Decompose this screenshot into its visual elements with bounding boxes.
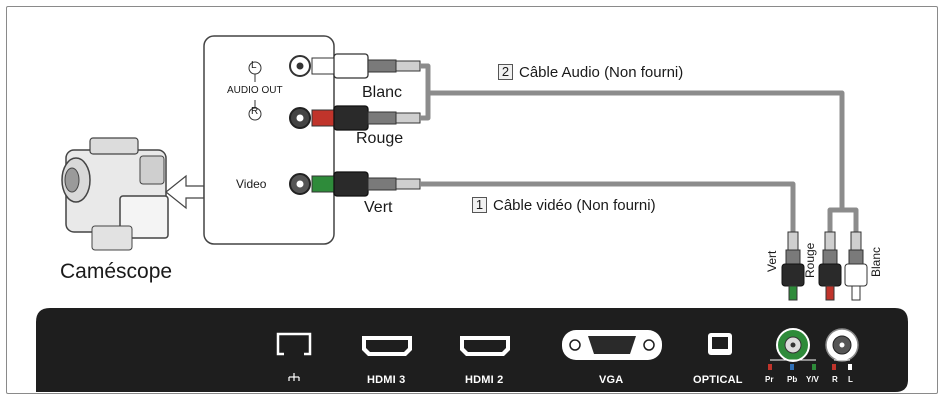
video-label: Video [236,177,267,191]
hdmi3-label: HDMI 3 [367,374,406,386]
audio-left-label: L [251,60,257,71]
cable-number-badge: 1 [472,197,487,213]
vertical-white-label: Blanc [869,246,883,277]
optical-label: OPTICAL [693,374,743,386]
vertical-plug-red [818,231,842,301]
video-cable-label: 1 Câble vidéo (Non fourni) [472,197,656,214]
component-indicators [768,359,852,370]
video-cable-text: Câble vidéo (Non fourni) [493,197,656,214]
jack-audio-right [289,107,311,129]
audio-l-label: L [848,375,853,384]
vertical-red-label: Rouge [803,242,817,278]
audio-cable-text: Câble Audio (Non fourni) [519,64,684,81]
audio-out-label: AUDIO OUT [227,85,283,96]
network-icon [288,373,300,381]
jack-audio-left [289,55,311,77]
jack-video [289,173,311,195]
hdmi3-port-icon [362,336,412,356]
red-connector-label: Rouge [356,130,404,147]
optical-port-icon [708,333,732,355]
audio-r-label: R [832,375,838,384]
green-connector-label: Vert [364,199,393,216]
white-connector-label: Blanc [362,84,403,101]
lan-port-icon [276,332,312,356]
audio-cable [420,63,859,232]
pr-label: Pr [765,375,774,384]
hdmi2-label: HDMI 2 [465,374,504,386]
audio-cable-label: 2 Câble Audio (Non fourni) [498,64,683,81]
camcorder-icon [61,137,169,251]
cable-number-badge: 2 [498,64,513,80]
plug-green [311,171,421,197]
yv-label: Y/V [806,375,819,384]
vga-label: VGA [599,374,624,386]
vertical-green-label: Vert [765,250,779,272]
pb-label: Pb [787,375,798,384]
vga-port-icon [562,330,662,360]
audio-right-label: R [251,106,259,117]
audio-in-jack [825,328,859,362]
plug-red [311,105,421,131]
diagram-frame [6,6,938,394]
plug-white [311,53,421,79]
vertical-plug-green [781,231,805,301]
video-cable [420,181,796,232]
pointer-arrow [165,174,205,210]
vertical-plug-white [844,231,868,301]
component-video-jack [776,328,810,362]
camcorder-label: Caméscope [60,260,173,283]
hdmi2-port-icon [460,336,510,356]
